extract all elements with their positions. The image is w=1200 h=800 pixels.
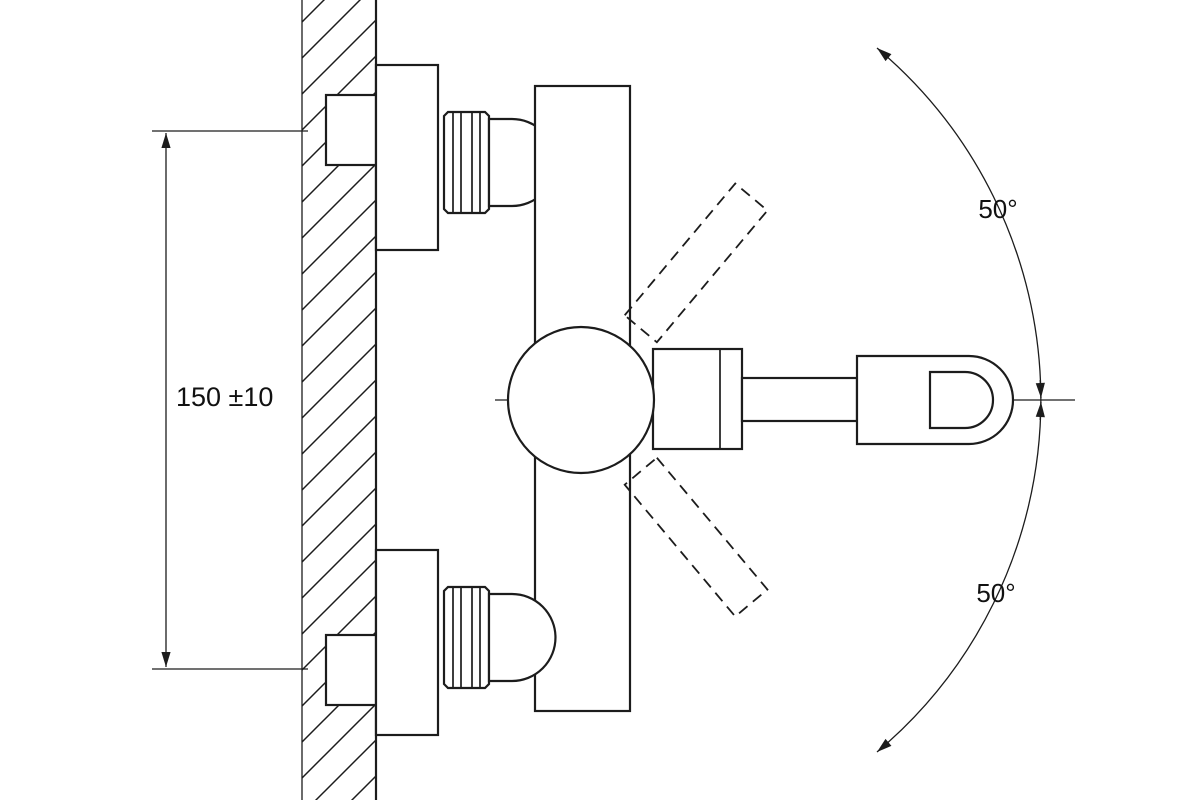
union-nut-body-top (442, 110, 491, 215)
handle-hub (651, 347, 744, 451)
angle-arrow-upper (1035, 379, 1045, 399)
handle-grip-tip (928, 370, 995, 430)
angle-label-top: 50° (978, 194, 1017, 224)
angle-arrow-lower (1035, 401, 1045, 421)
handle-outline-up (623, 182, 769, 344)
handle-neutral (651, 347, 1015, 451)
handle-grip (855, 354, 1015, 446)
handle-position-upper-dashed (623, 182, 769, 344)
mounting-flange-top (374, 63, 440, 252)
angle-label-bottom: 50° (976, 578, 1015, 608)
swing-arc (876, 47, 1042, 753)
handle-shaft (740, 376, 859, 423)
dimension-label: 150 ±10 (176, 382, 273, 412)
wall-connector-top (324, 63, 557, 252)
wall-anchor-block-top (324, 93, 378, 167)
swing-angle-dimension: 50° 50° (876, 47, 1045, 753)
handle-outline-down (623, 456, 769, 618)
union-nut-top (442, 110, 491, 215)
handle-position-lower-dashed (623, 456, 769, 618)
dimension-150: 150 ±10 (152, 130, 308, 670)
mixer-cartridge-circle (506, 325, 656, 475)
